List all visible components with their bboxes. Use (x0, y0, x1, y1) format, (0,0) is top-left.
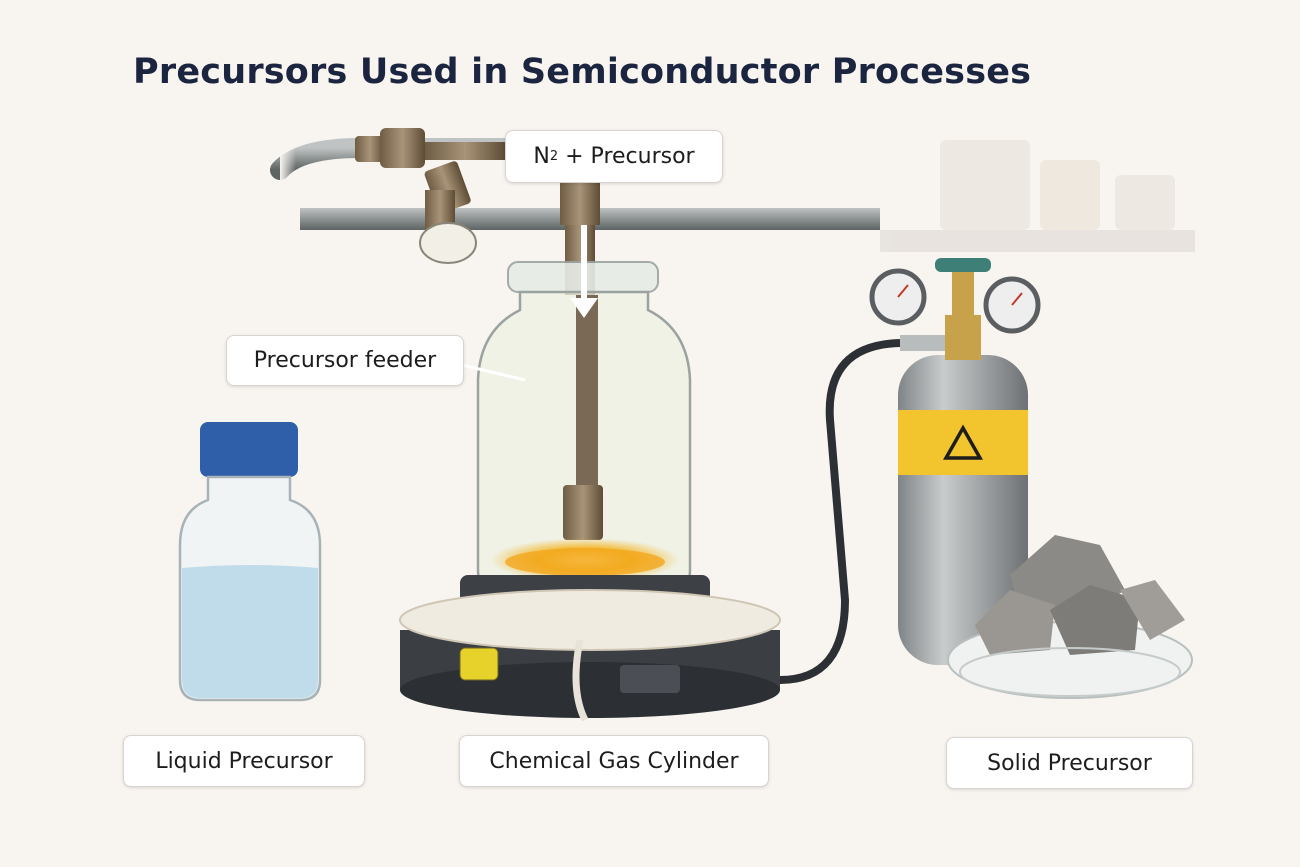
precursor-feeder-label: Precursor feeder (226, 335, 464, 386)
chemical-gas-cylinder-label: Chemical Gas Cylinder (459, 735, 769, 787)
precursor-feeder-vessel (461, 180, 692, 597)
warning-icon (942, 424, 984, 460)
liquid-bottle (178, 422, 322, 702)
heating-mantle (399, 575, 781, 722)
gas-hose (779, 339, 901, 684)
valve-icon (355, 128, 505, 264)
liquid-precursor-label: Liquid Precursor (123, 735, 365, 787)
solid-precursor-label: Solid Precursor (946, 737, 1193, 789)
n2-label-suffix: + Precursor (558, 144, 695, 169)
n2-label-prefix: N (533, 144, 550, 169)
background-shelf (880, 140, 1195, 252)
page-title: Precursors Used in Semiconductor Process… (133, 52, 1032, 92)
solid-precursor-dish (947, 535, 1193, 699)
gas-cylinder (869, 258, 1041, 665)
n2-label-subscript: 2 (549, 149, 559, 164)
